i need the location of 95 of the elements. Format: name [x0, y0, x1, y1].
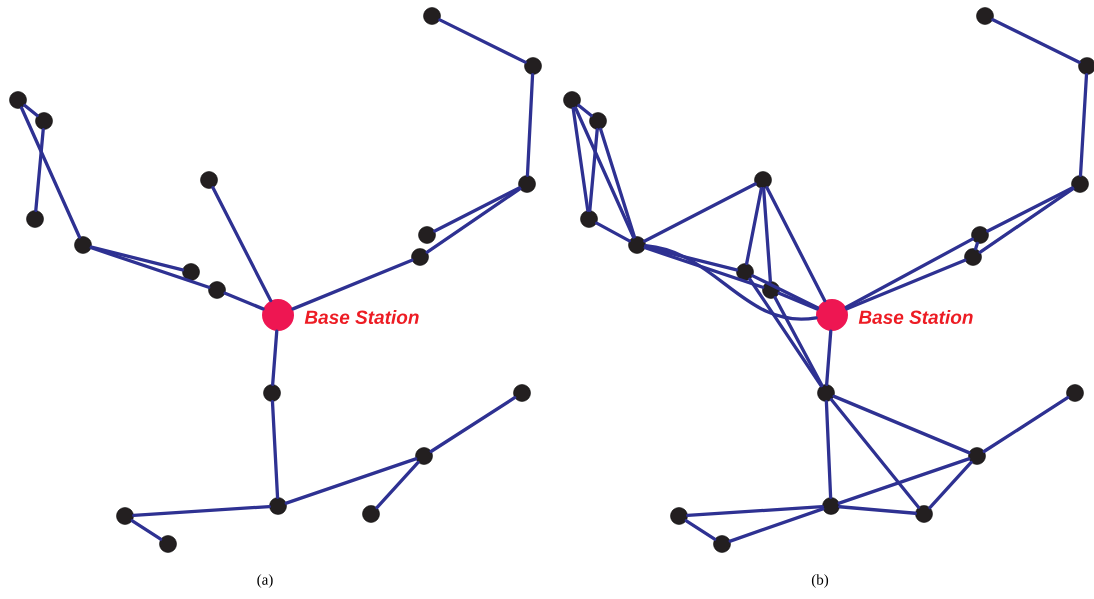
link-line [577, 103, 593, 118]
node-dot [964, 248, 982, 266]
node-dot [976, 7, 994, 25]
link-line [986, 186, 1074, 233]
link-line [974, 241, 979, 251]
node-dot [74, 236, 92, 254]
link-line [271, 329, 279, 386]
link-line [832, 394, 971, 455]
link-line [595, 221, 631, 243]
node-dot [423, 7, 441, 25]
node-dot [362, 505, 380, 523]
link-line [643, 182, 757, 243]
node-dot [411, 248, 429, 266]
node-dot [754, 171, 772, 189]
link-line [438, 18, 527, 64]
link-line [773, 296, 824, 387]
node-dot [563, 91, 581, 109]
node-dot [159, 535, 177, 553]
node-dot [713, 535, 731, 553]
link-line [132, 504, 271, 518]
link-line [599, 127, 637, 239]
link-line [130, 519, 163, 541]
node-dot [116, 507, 134, 525]
link-line [433, 186, 521, 233]
link-line [270, 400, 280, 499]
link-line [837, 457, 971, 505]
link-line [991, 18, 1081, 64]
node-dot [1071, 175, 1089, 193]
node-dot [628, 236, 646, 254]
link-line [982, 396, 1070, 453]
link-line [34, 128, 45, 212]
node-dot [762, 281, 780, 299]
node-dot [1066, 384, 1084, 402]
node-dot [822, 497, 840, 515]
link-line [765, 186, 827, 303]
node-dot [524, 57, 542, 75]
link-line [525, 73, 535, 177]
panel-caption: (b) [811, 574, 829, 588]
link-line [571, 107, 590, 212]
link-line [928, 460, 973, 510]
link-line [588, 128, 599, 212]
node-dot [915, 505, 933, 523]
node-dot [513, 384, 531, 402]
link-line [425, 187, 522, 254]
link-line [745, 186, 763, 266]
node-dot [580, 210, 598, 228]
link-line [573, 106, 636, 239]
node-dot [968, 447, 986, 465]
node-dot [208, 281, 226, 299]
node-dot [736, 263, 754, 281]
link-line [429, 396, 517, 453]
node-dot [817, 384, 835, 402]
link-line [89, 245, 185, 272]
link-line [89, 246, 211, 289]
node-dot [518, 175, 536, 193]
node-dot [971, 226, 989, 244]
link-line [1078, 73, 1089, 177]
link-line [684, 519, 717, 541]
link-line [375, 460, 420, 510]
node-dot [200, 171, 218, 189]
node-dot [415, 447, 433, 465]
link-line [728, 507, 825, 543]
node-label: Base Station [304, 310, 419, 324]
node-dot [182, 263, 200, 281]
link-line [838, 505, 917, 515]
link-line [751, 274, 820, 310]
node-dot [9, 91, 27, 109]
link-line [978, 187, 1075, 254]
link-line [644, 244, 818, 321]
link-line [284, 457, 418, 505]
link-line [19, 106, 82, 239]
link-line [211, 186, 273, 303]
link-line [686, 504, 824, 518]
node-dot [418, 226, 436, 244]
node-dot [269, 497, 287, 515]
panel-caption: (a) [257, 574, 273, 588]
link-line [824, 400, 833, 499]
node-dot [26, 210, 44, 228]
link-line [748, 277, 823, 388]
node-dot [263, 384, 281, 402]
node-dot [1078, 57, 1094, 75]
link-line [643, 246, 765, 289]
node-label: Base Station [858, 310, 973, 324]
link-line [829, 398, 921, 509]
link-line [825, 329, 833, 386]
link-line [844, 237, 974, 309]
link-line [777, 291, 819, 311]
link-line [291, 258, 414, 311]
node-dot [589, 112, 607, 130]
node-dot [670, 507, 688, 525]
link-line [223, 291, 265, 311]
link-line [23, 103, 39, 118]
link-line [762, 187, 772, 283]
link-line [845, 258, 967, 311]
node-dot [35, 112, 53, 130]
